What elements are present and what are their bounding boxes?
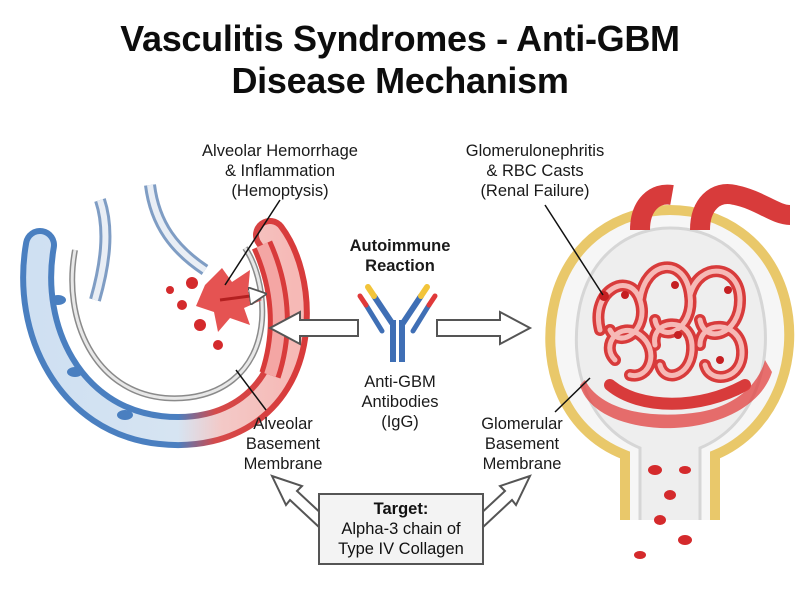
rbc-cast [679, 466, 691, 474]
label-antibody-line-1: Anti-GBM [364, 373, 436, 391]
rbc-cast [664, 490, 676, 500]
leader-glomerular-membrane [554, 377, 591, 413]
endothelial-cell [67, 367, 83, 377]
label-antibody-line-3: (IgG) [381, 413, 419, 431]
target-line-1: Alpha-3 chain of [341, 520, 461, 538]
red-blood-cell [166, 286, 174, 294]
red-blood-cell [177, 300, 187, 310]
page-title: Vasculitis Syndromes - Anti-GBM Disease … [0, 18, 800, 102]
label-autoimmune-line-2: Reaction [365, 257, 435, 275]
leader-glomerulonephritis [544, 204, 604, 296]
efferent-arteriole [690, 184, 792, 231]
label-glomerulonephritis-line-2: & RBC Casts [486, 162, 584, 180]
airway-tube-right-inner [147, 184, 207, 273]
title-line-2: Disease Mechanism [231, 60, 569, 101]
red-blood-cell [621, 291, 629, 299]
label-alveolar-membrane-line-3: Membrane [243, 455, 323, 473]
label-glomerular-membrane-line-3: Membrane [482, 455, 562, 473]
red-blood-cell [671, 281, 679, 289]
label-anti-gbm-antibodies: Anti-GBM Antibodies (IgG) [340, 372, 460, 432]
title-line-1: Vasculitis Syndromes - Anti-GBM [120, 18, 680, 59]
rbc-cast [678, 535, 692, 545]
rbc-cast [648, 465, 662, 475]
label-glomerular-membrane-line-2: Basement [484, 435, 560, 453]
alveolus-illustration [20, 184, 310, 448]
label-glomerulonephritis-line-3: (Renal Failure) [480, 182, 590, 200]
inflamed-vessel-lumen [256, 242, 285, 377]
label-glomerulonephritis: Glomerulonephritis & RBC Casts (Renal Fa… [445, 141, 625, 201]
hemorrhage-arrow [219, 295, 258, 300]
label-alveolar-hemorrhage-line-1: Alveolar Hemorrhage [202, 142, 358, 160]
label-alveolar-hemorrhage-line-2: & Inflammation [224, 162, 336, 180]
label-alveolar-hemorrhage: Alveolar Hemorrhage & Inflammation (Hemo… [190, 141, 370, 201]
leader-alveolar-membrane [235, 369, 267, 411]
arrow-to-lung [267, 310, 359, 346]
leader-alveolar-hemorrhage [224, 199, 281, 286]
label-autoimmune-line-1: Autoimmune [349, 237, 451, 255]
red-blood-cell [186, 277, 198, 289]
label-alveolar-hemorrhage-line-3: (Hemoptysis) [231, 182, 329, 200]
label-autoimmune-reaction: Autoimmune Reaction [335, 236, 465, 276]
glomerular-capillary-lumen [595, 264, 745, 380]
target-line-2: Type IV Collagen [338, 540, 464, 558]
target-box: Target: Alpha-3 chain of Type IV Collage… [318, 493, 484, 565]
endothelial-cell [117, 410, 133, 420]
label-alveolar-membrane-line-2: Basement [245, 435, 321, 453]
rbc-cast [634, 551, 646, 559]
arrow-target-to-glomerular [474, 474, 532, 530]
endothelial-cell [50, 295, 66, 305]
arrow-to-kidney [436, 310, 533, 346]
glomerular-inflammation [580, 360, 772, 429]
label-alveolar-basement-membrane: Alveolar Basement Membrane [228, 414, 338, 474]
red-blood-cell [213, 340, 223, 350]
label-antibody-line-2: Antibodies [361, 393, 439, 411]
airway-tube-left-inner [92, 199, 109, 301]
label-glomerular-basement-membrane: Glomerular Basement Membrane [462, 414, 582, 474]
rbc-cast [654, 515, 666, 525]
label-glomerular-membrane-line-1: Glomerular [481, 415, 563, 433]
red-blood-cell [674, 331, 682, 339]
red-blood-cell [724, 286, 732, 294]
target-heading: Target: [373, 500, 429, 518]
label-glomerulonephritis-line-1: Glomerulonephritis [465, 142, 605, 160]
alveolar-capillary-lumen [26, 224, 304, 442]
afferent-arteriole [630, 184, 674, 231]
antibody-icon [357, 284, 438, 362]
red-blood-cell [716, 356, 724, 364]
red-blood-cell [194, 319, 206, 331]
glomerulus-illustration [545, 184, 795, 559]
label-alveolar-membrane-line-1: Alveolar [253, 415, 313, 433]
